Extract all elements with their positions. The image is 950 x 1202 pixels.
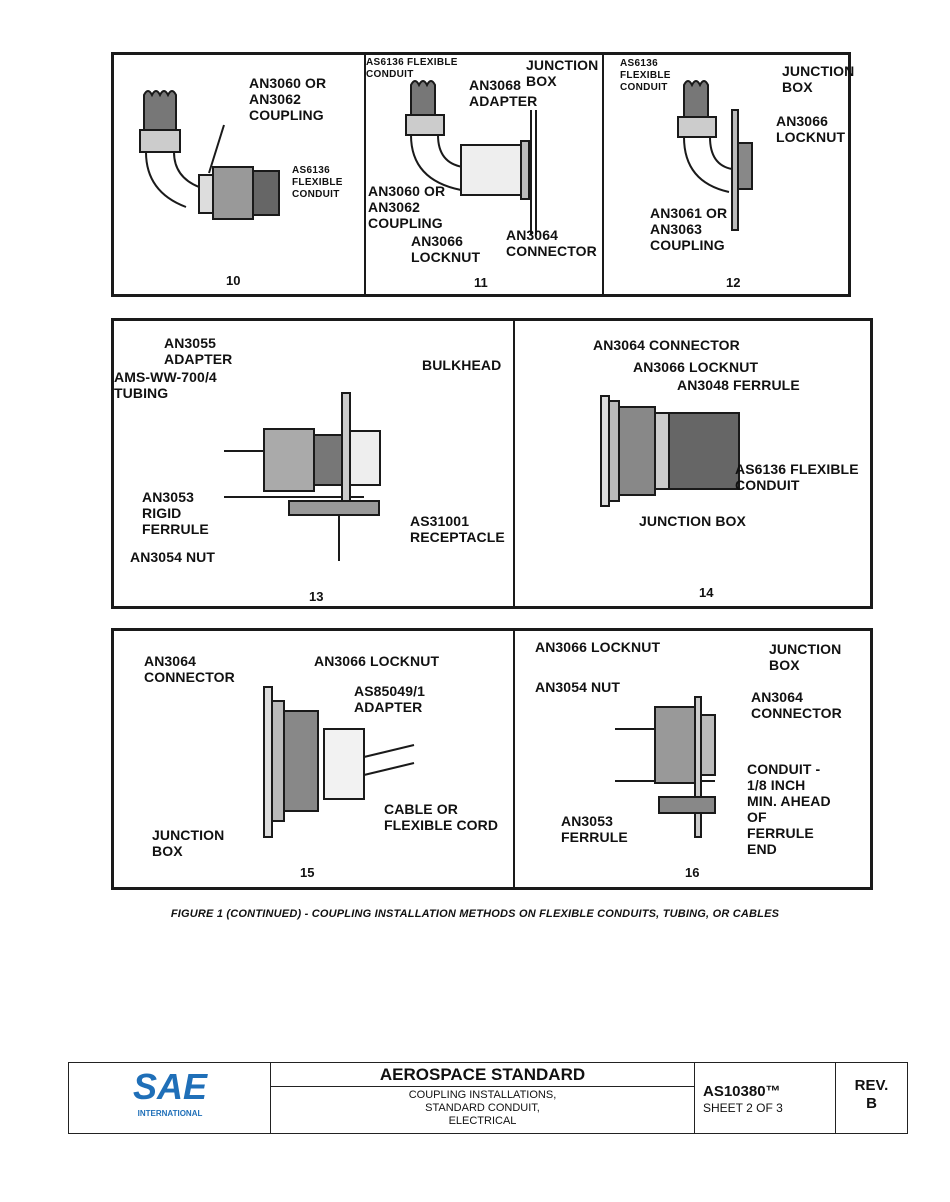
figure-panel-15: AN3064 CONNECTOR AN3066 LOCKNUT AS85049/… — [114, 631, 513, 887]
label-conduit: CONDUIT - 1/8 INCH MIN. AHEAD OF FERRULE… — [747, 761, 831, 857]
subtitle-line-1: COUPLING INSTALLATIONS, — [408, 1089, 557, 1101]
label-connector: AN3064 CONNECTOR — [751, 689, 842, 721]
label-tubing: AMS-WW-700/4 TUBING — [114, 369, 217, 401]
figure-panel-12: AS6136 FLEXIBLE CONDUIT JUNCTION BOX AN3… — [604, 55, 854, 294]
label-junction-box: JUNCTION BOX — [782, 63, 855, 95]
label-locknut: AN3066 LOCKNUT — [314, 653, 440, 669]
label-locknut: AN3066 LOCKNUT — [633, 359, 759, 375]
label-adapter: AN3055 ADAPTER — [164, 335, 233, 367]
rev-value: B — [866, 1095, 877, 1112]
label-adapter: AN3068 ADAPTER — [469, 77, 538, 109]
doc-number: AS10380™ — [703, 1083, 781, 1100]
figure-panel-10: AN3060 OR AN3062 COUPLING AS6136 FLEXIBL… — [114, 55, 364, 294]
panel-15-drawing — [263, 686, 415, 838]
figure-number: 16 — [685, 865, 700, 880]
label-locknut: AN3066 LOCKNUT — [776, 113, 846, 145]
figure-panel-13: AN3055 ADAPTER AMS-WW-700/4 TUBING BULKH… — [114, 321, 513, 606]
label-conduit: AS6136 FLEXIBLE CONDUIT — [735, 461, 859, 493]
label-cable: CABLE OR FLEXIBLE CORD — [384, 801, 499, 833]
subtitle-line-2: STANDARD CONDUIT, — [425, 1102, 540, 1114]
label-connector: AN3064 CONNECTOR — [506, 227, 597, 259]
label-connector: AN3064 CONNECTOR — [593, 337, 740, 353]
panel-11-drawing — [405, 80, 537, 235]
label-junction-box: JUNCTION BOX — [526, 57, 599, 89]
figure-row-2: AN3055 ADAPTER AMS-WW-700/4 TUBING BULKH… — [111, 318, 873, 609]
sae-logo: SAE — [132, 1066, 208, 1107]
title-cell: AEROSPACE STANDARD COUPLING INSTALLATION… — [271, 1063, 695, 1133]
figure-number: 14 — [699, 585, 714, 600]
panel-10-drawing — [139, 90, 280, 220]
doc-number-cell: AS10380™ SHEET 2 OF 3 — [695, 1063, 836, 1133]
panel-14-drawing — [600, 395, 740, 507]
panel-divider — [364, 55, 366, 294]
panel-divider — [513, 321, 515, 606]
label-ferrule: AN3053 RIGID FERRULE — [142, 489, 209, 537]
label-junction-box: JUNCTION BOX — [769, 641, 842, 673]
figure-number: 11 — [474, 275, 488, 290]
figure-caption: FIGURE 1 (CONTINUED) - COUPLING INSTALLA… — [170, 908, 780, 920]
subtitle-line-3: ELECTRICAL — [448, 1115, 517, 1127]
figure-number: 10 — [226, 273, 241, 288]
label-coupling: AN3060 OR AN3062 COUPLING — [249, 75, 327, 123]
panel-divider — [602, 55, 604, 294]
label-junction-box: JUNCTION BOX — [152, 827, 225, 859]
figure-panel-16: AN3066 LOCKNUT JUNCTION BOX AN3054 NUT A… — [515, 631, 870, 887]
standard-heading: AEROSPACE STANDARD — [379, 1065, 586, 1084]
panel-12-drawing — [677, 80, 753, 231]
label-junction-box: JUNCTION BOX — [639, 513, 746, 529]
figure-panel-14: AN3064 CONNECTOR AN3066 LOCKNUT AN3048 F… — [515, 321, 870, 606]
label-nut: AN3054 NUT — [535, 679, 621, 695]
label-conduit: AS6136 FLEXIBLE CONDUIT — [292, 165, 343, 200]
panel-16-drawing — [615, 696, 716, 838]
label-connector: AN3064 CONNECTOR — [144, 653, 235, 685]
revision-cell: REV. B — [836, 1063, 907, 1133]
logo-cell: SAE INTERNATIONAL — [69, 1063, 271, 1133]
heading-rule — [271, 1086, 694, 1087]
panel-divider — [513, 631, 515, 887]
label-ferrule: AN3053 FERRULE — [561, 813, 628, 845]
label-receptacle: AS31001 RECEPTACLE — [410, 513, 505, 545]
figure-number: 15 — [300, 865, 315, 880]
label-locknut: AN3066 LOCKNUT — [411, 233, 481, 265]
label-bulkhead: BULKHEAD — [422, 357, 502, 373]
label-nut: AN3054 NUT — [130, 549, 216, 565]
label-locknut: AN3066 LOCKNUT — [535, 639, 661, 655]
figure-number: 13 — [309, 589, 324, 604]
label-coupling: AN3060 OR AN3062 COUPLING — [368, 183, 446, 231]
label-ferrule: AN3048 FERRULE — [677, 377, 800, 393]
title-block: SAE INTERNATIONAL AEROSPACE STANDARD COU… — [68, 1062, 908, 1134]
rev-label: REV. — [854, 1077, 889, 1094]
sheet-number: SHEET 2 OF 3 — [703, 1101, 783, 1115]
label-coupling: AN3061 OR AN3063 COUPLING — [650, 205, 728, 253]
figure-number: 12 — [726, 275, 741, 290]
label-adapter: AS85049/1 ADAPTER — [354, 683, 425, 715]
panel-13-drawing — [224, 392, 381, 561]
sae-logo-sub: INTERNATIONAL — [137, 1109, 203, 1118]
label-conduit: AS6136 FLEXIBLE CONDUIT — [620, 58, 671, 93]
figure-row-3: AN3064 CONNECTOR AN3066 LOCKNUT AS85049/… — [111, 628, 873, 890]
figure-row-1: AN3060 OR AN3062 COUPLING AS6136 FLEXIBL… — [111, 52, 854, 297]
figure-panel-11: AS6136 FLEXIBLE CONDUIT JUNCTION BOX AN3… — [366, 55, 602, 294]
label-conduit: AS6136 FLEXIBLE CONDUIT — [366, 57, 458, 80]
